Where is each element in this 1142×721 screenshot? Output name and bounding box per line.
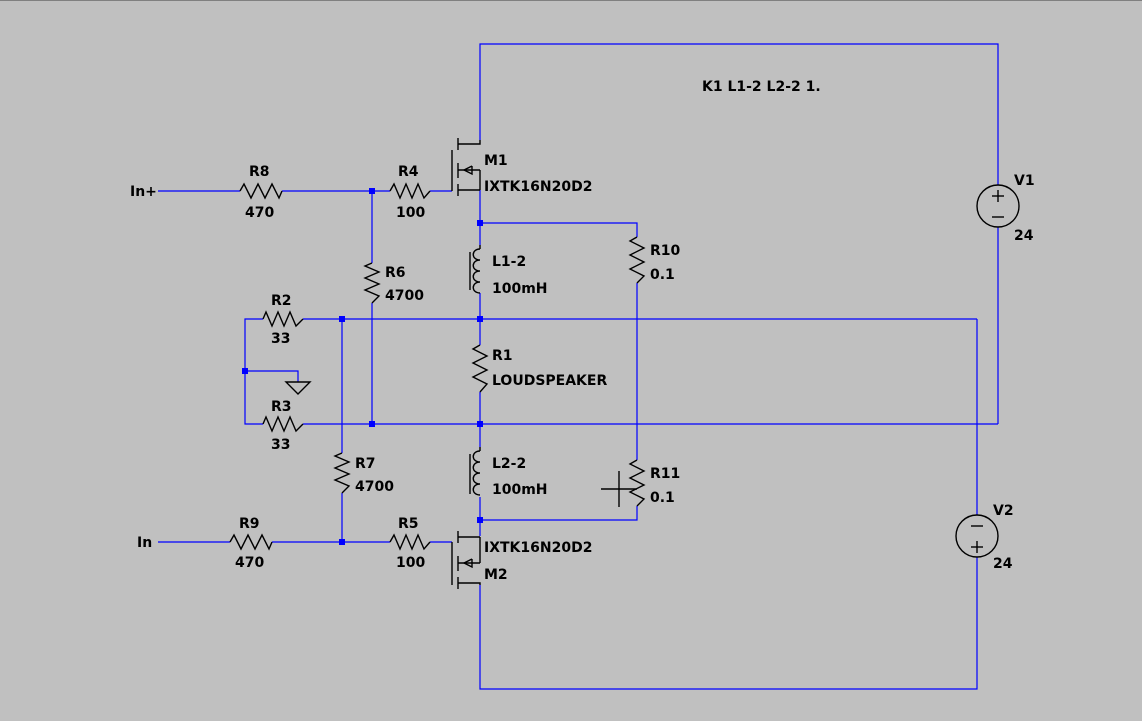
r7-value: 4700 [355, 479, 394, 495]
resistor-r9[interactable] [229, 533, 273, 551]
junction-dot [339, 316, 345, 322]
l1-ref: L1-2 [492, 254, 526, 270]
l2-value: 100mH [492, 482, 548, 498]
junction-dot [369, 188, 375, 194]
r1-ref: R1 [492, 348, 513, 364]
r2-ref: R2 [271, 293, 292, 309]
resistor-r3[interactable] [262, 415, 304, 433]
r5-value: 100 [396, 555, 425, 571]
input-label-in: In [137, 535, 152, 551]
r3-ref: R3 [271, 399, 292, 415]
r9-value: 470 [235, 555, 264, 571]
m2-value: IXTK16N20D2 [484, 540, 592, 556]
l1-value: 100mH [492, 281, 548, 297]
junction-dot [339, 539, 345, 545]
v1-value: 24 [1014, 228, 1034, 244]
resistor-r4[interactable] [389, 182, 431, 200]
r5-ref: R5 [398, 516, 419, 532]
r4-value: 100 [396, 205, 425, 221]
wire-r11-loop[interactable] [480, 506, 638, 521]
wires [158, 43, 999, 690]
wire-ground-tap[interactable] [245, 370, 299, 382]
resistor-r11[interactable] [628, 459, 646, 507]
r7-ref: R7 [355, 456, 376, 472]
crosshair-cursor [601, 471, 637, 507]
r10-value: 0.1 [650, 267, 675, 283]
r8-value: 470 [245, 205, 274, 221]
m2-ref: M2 [484, 567, 508, 583]
r4-ref: R4 [398, 164, 419, 180]
ground-symbol [284, 381, 312, 395]
v1-ref: V1 [1014, 173, 1035, 189]
mosfet-m2[interactable] [451, 531, 481, 589]
resistor-r8[interactable] [239, 182, 283, 200]
junction-dot [477, 316, 483, 322]
v2-value: 24 [993, 556, 1013, 572]
inductor-l2-2[interactable] [469, 447, 481, 496]
l2-ref: L2-2 [492, 456, 526, 472]
r11-value: 0.1 [650, 490, 675, 506]
m1-ref: M1 [484, 153, 508, 169]
r11-ref: R11 [650, 466, 680, 482]
m1-value: IXTK16N20D2 [484, 179, 592, 195]
wire-r10-loop[interactable] [480, 222, 638, 237]
junction-dot [477, 421, 483, 427]
resistor-r5[interactable] [389, 533, 431, 551]
resistor-r2[interactable] [262, 310, 304, 328]
junctions [242, 188, 483, 545]
r3-value: 33 [271, 437, 290, 453]
junction-dot [242, 368, 248, 374]
voltage-source-v1[interactable] [976, 184, 1020, 228]
r6-ref: R6 [385, 265, 406, 281]
inductor-l1-2[interactable] [469, 245, 481, 294]
r9-ref: R9 [239, 516, 260, 532]
v2-ref: V2 [993, 503, 1014, 519]
r2-value: 33 [271, 331, 290, 347]
resistor-r1[interactable] [471, 344, 489, 393]
mosfet-m1[interactable] [451, 138, 481, 196]
wire-top-rail[interactable] [479, 43, 999, 185]
input-label-in-plus: In+ [130, 184, 157, 200]
r10-ref: R10 [650, 243, 681, 259]
junction-dot [477, 517, 483, 523]
r1-value: LOUDSPEAKER [492, 373, 607, 389]
junction-dot [369, 421, 375, 427]
r6-value: 4700 [385, 288, 424, 304]
spice-directive[interactable]: K1 L1-2 L2-2 1. [702, 79, 821, 95]
junction-dot [477, 220, 483, 226]
wire-bottom-rail[interactable] [479, 557, 978, 690]
resistor-r6[interactable] [363, 262, 381, 304]
r8-ref: R8 [249, 164, 270, 180]
voltage-source-v2[interactable] [955, 514, 999, 558]
resistor-r10[interactable] [628, 236, 646, 284]
resistor-r7[interactable] [333, 452, 351, 494]
